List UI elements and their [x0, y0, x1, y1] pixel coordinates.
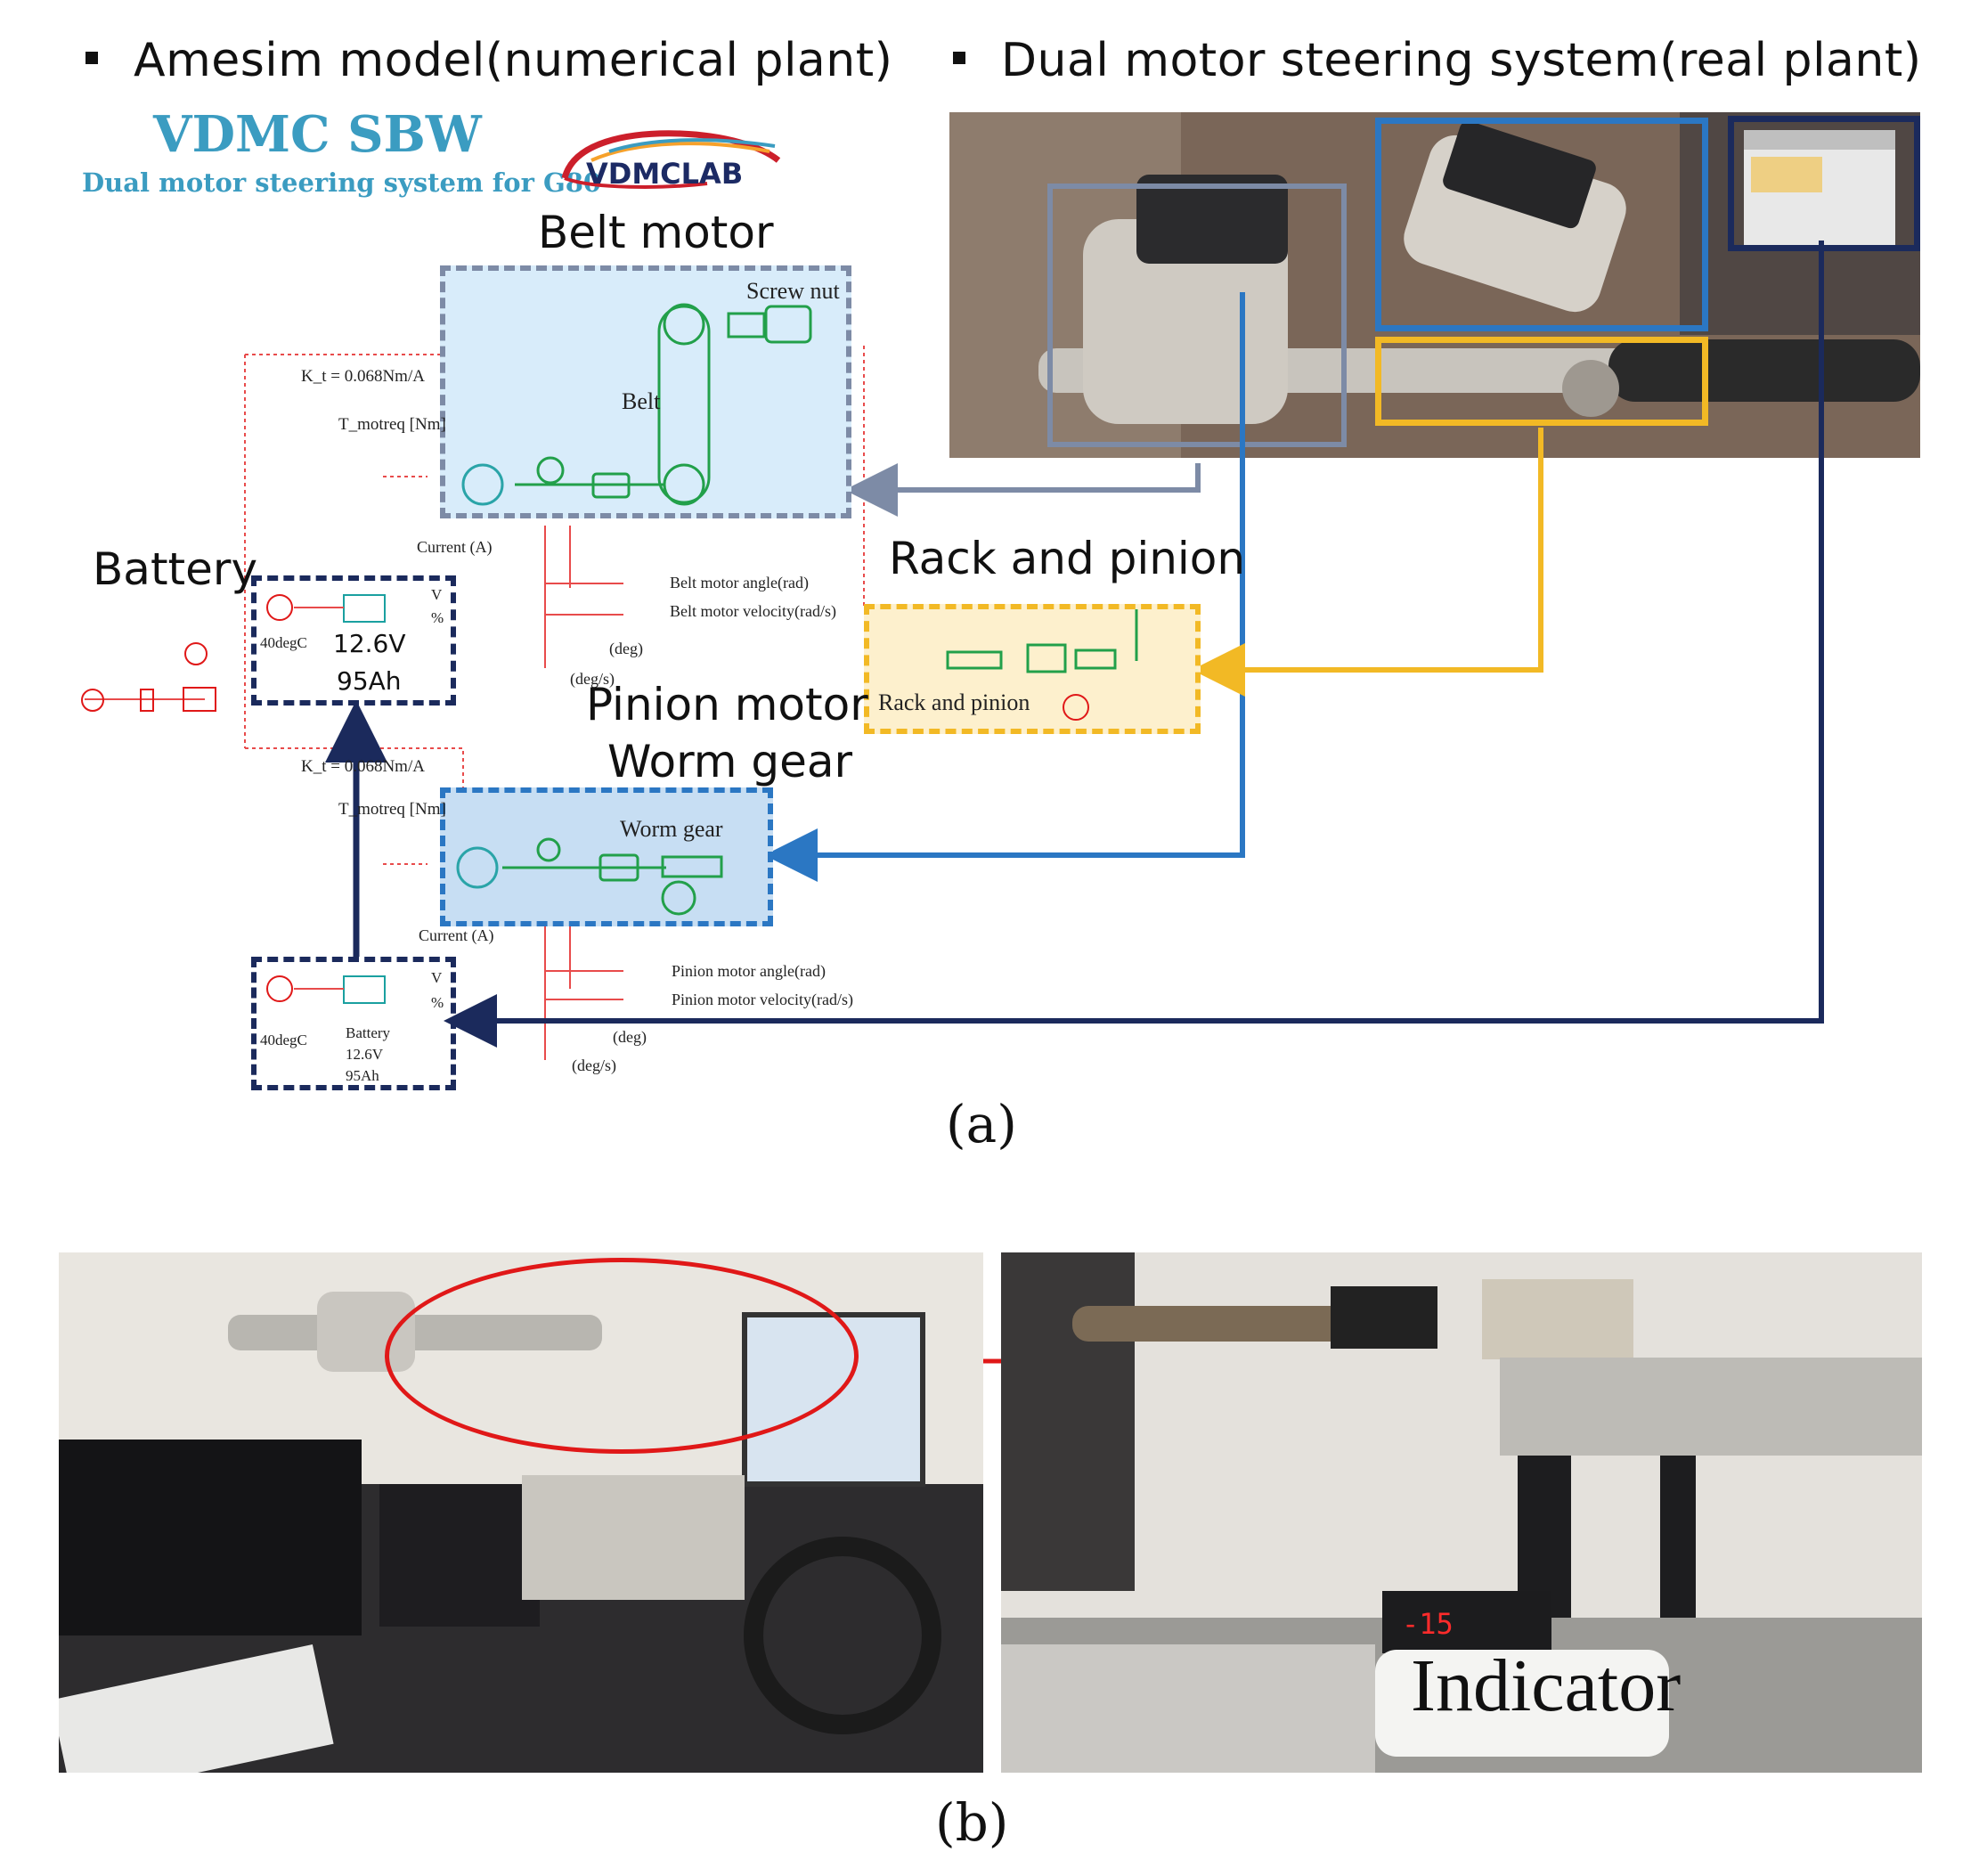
battery-top-v: V [431, 586, 443, 603]
belt-tmot: T_motreq [Nm] [338, 415, 446, 434]
battery-bottom-block: 40degC Battery 12.6V 95Ah V % [251, 957, 456, 1090]
worm-angle: Pinion motor angle(rad) [672, 962, 826, 980]
vdmclab-logo: VDMCLAB [556, 125, 784, 196]
header-left-text: Amesim model(numerical plant) [134, 34, 893, 87]
highlight-ellipse [385, 1258, 859, 1454]
worm-gear-block-label: Worm gear [620, 816, 723, 842]
indicator-photo: -15 Indicator [1001, 1252, 1922, 1773]
battery-top-voltage: 12.6V [333, 629, 406, 658]
real-plant-photo [949, 112, 1920, 458]
worm-gear-label: Worm gear [607, 736, 853, 787]
belt-current: Current (A) [417, 538, 493, 556]
bullet-icon [86, 52, 98, 64]
source-symbols [78, 641, 257, 722]
indicator-label: Indicator [1411, 1644, 1682, 1727]
frame-rack [1375, 337, 1708, 426]
logo-title: VDMC SBW [153, 105, 482, 164]
battery-bottom-capacity: 95Ah [346, 1067, 379, 1084]
worm-velocity: Pinion motor velocity(rad/s) [672, 991, 853, 1008]
battery-bottom-v: V [431, 969, 443, 986]
belt-label: Belt [622, 388, 661, 414]
indicator-reading: -15 [1402, 1607, 1454, 1641]
worm-current: Current (A) [419, 926, 494, 944]
belt-motor-block: Screw nut Belt [440, 265, 851, 518]
worm-tmot: T_motreq [Nm] [338, 800, 446, 819]
vdmclab-brand: VDMCLAB [586, 157, 743, 191]
battery-top-temp: 40degC [260, 634, 307, 651]
header-left: Amesim model(numerical plant) [86, 34, 892, 87]
rack-pinion-label: Rack and pinion [889, 533, 1246, 584]
worm-kt: K_t = 0.068Nm/A [301, 757, 425, 776]
frame-pinion-motor [1375, 118, 1708, 331]
worm-degs: (deg/s) [572, 1056, 616, 1074]
test-bench-photo [59, 1252, 983, 1773]
belt-velocity: Belt motor velocity(rad/s) [670, 602, 836, 620]
belt-degs: (deg/s) [570, 670, 615, 688]
battery-bottom-pct: % [431, 994, 444, 1011]
caption-a: (a) [946, 1094, 1017, 1154]
bullet-icon [953, 52, 965, 64]
battery-top-pct: % [431, 609, 444, 626]
rack-pinion-block-label: Rack and pinion [878, 689, 1030, 715]
belt-motor-label: Belt motor [538, 207, 774, 258]
worm-deg: (deg) [613, 1028, 647, 1046]
pinion-motor-label: Pinion motor [586, 679, 868, 730]
rack-pinion-block: Rack and pinion [864, 604, 1201, 734]
screw-nut-label: Screw nut [746, 278, 840, 304]
frame-belt-motor [1047, 184, 1347, 447]
header-right-text: Dual motor steering system(real plant) [1001, 34, 1922, 87]
header-right: Dual motor steering system(real plant) [953, 34, 1922, 87]
belt-deg: (deg) [609, 640, 643, 657]
worm-gear-block: Worm gear [440, 787, 773, 926]
battery-bottom-temp: 40degC [260, 1032, 307, 1048]
battery-label: Battery [93, 543, 258, 595]
belt-angle: Belt motor angle(rad) [670, 574, 809, 591]
battery-top-capacity: 95Ah [337, 666, 402, 696]
belt-kt: K_t = 0.068Nm/A [301, 367, 425, 386]
battery-top-block: 40degC 12.6V 95Ah V % [251, 575, 456, 706]
caption-b: (b) [935, 1792, 1009, 1853]
logo-subtitle: Dual motor steering system for G80 [82, 167, 602, 198]
battery-bottom-voltage: 12.6V [346, 1046, 384, 1063]
battery-bottom-name: Battery [346, 1024, 391, 1041]
